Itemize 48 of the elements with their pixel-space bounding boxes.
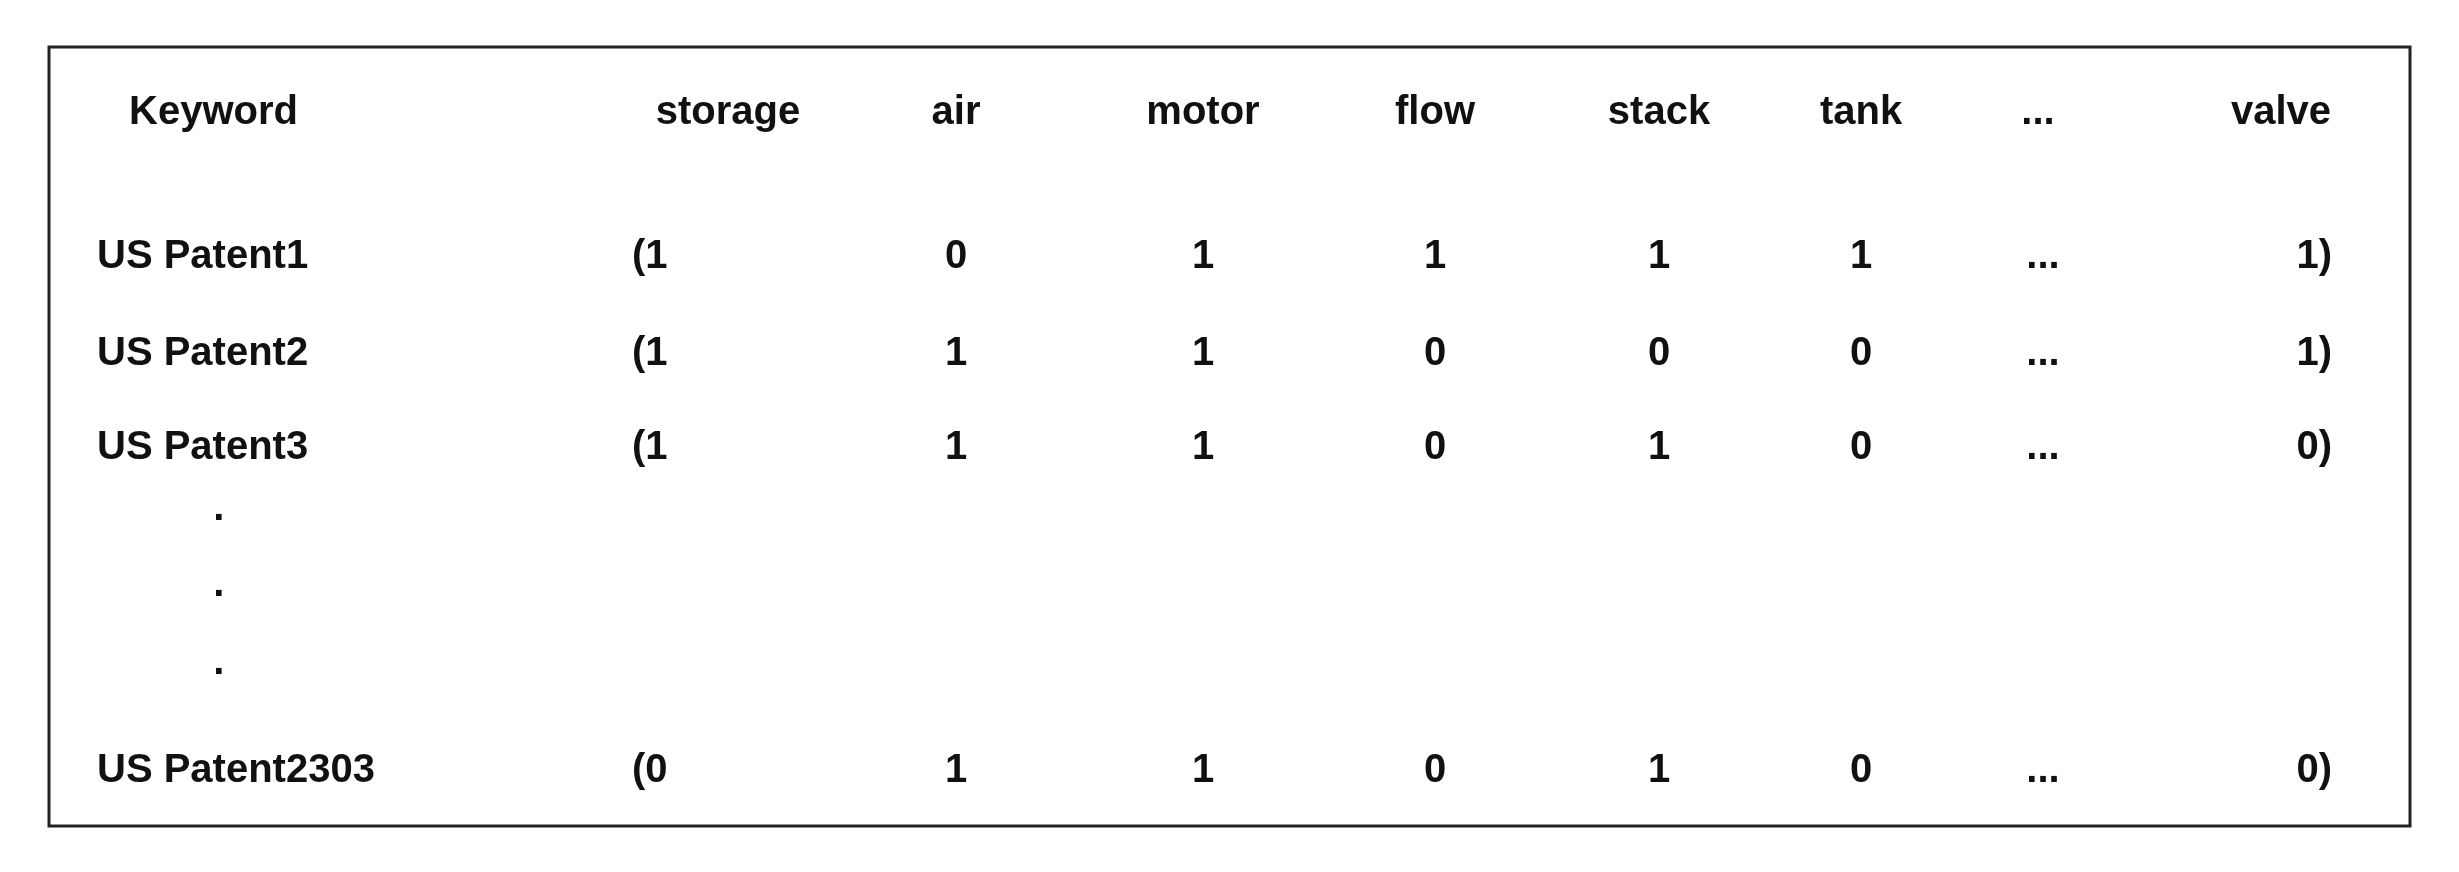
value-text: 1 [1423, 234, 1447, 274]
column-header: air [931, 90, 981, 130]
value-text: 0 [1423, 748, 1447, 788]
value-text: 0) [2296, 425, 2332, 465]
row-label: US Patent3 [97, 425, 309, 465]
value-text: 1 [1191, 748, 1215, 788]
value-text: (1 [632, 331, 668, 371]
value-text: ... [2026, 748, 2060, 788]
column-header: flow [1395, 90, 1475, 130]
ellipsis-dot: · [213, 573, 227, 613]
value-text: 1 [1191, 331, 1215, 371]
value-text: 1 [1647, 234, 1671, 274]
column-header: storage [655, 90, 801, 130]
value-text: 0 [944, 234, 968, 274]
value-text: 1) [2296, 331, 2332, 371]
column-header: tank [1819, 90, 1903, 130]
column-header: Keyword [129, 90, 298, 130]
row-label: US Patent2 [97, 331, 309, 371]
value-text: (1 [632, 425, 668, 465]
value-text: 0 [1849, 331, 1873, 371]
value-text: 1) [2296, 234, 2332, 274]
ellipsis-dot: · [213, 651, 227, 691]
value-text: 1 [944, 748, 968, 788]
value-text: 0 [1423, 331, 1447, 371]
value-text: ... [2026, 331, 2060, 371]
value-text: 0 [1423, 425, 1447, 465]
value-text: 1 [944, 425, 968, 465]
value-text: 1 [1647, 748, 1671, 788]
column-header: valve [2230, 90, 2332, 130]
column-header: motor [1146, 90, 1260, 130]
value-text: ... [2026, 234, 2060, 274]
row-label: US Patent1 [97, 234, 309, 274]
value-text: 1 [1849, 234, 1873, 274]
ellipsis-dot: · [213, 497, 227, 537]
column-header: stack [1607, 90, 1711, 130]
value-text: (0 [632, 748, 668, 788]
value-text: 0) [2296, 748, 2332, 788]
value-text: ... [2026, 425, 2060, 465]
value-text: 0 [1849, 425, 1873, 465]
value-text: 0 [1647, 331, 1671, 371]
value-text: (1 [632, 234, 668, 274]
value-text: 1 [944, 331, 968, 371]
column-header: ... [2021, 90, 2055, 130]
value-text: 1 [1191, 234, 1215, 274]
value-text: 1 [1647, 425, 1671, 465]
value-text: 1 [1191, 425, 1215, 465]
row-label: US Patent2303 [97, 748, 375, 788]
value-text: 0 [1849, 748, 1873, 788]
